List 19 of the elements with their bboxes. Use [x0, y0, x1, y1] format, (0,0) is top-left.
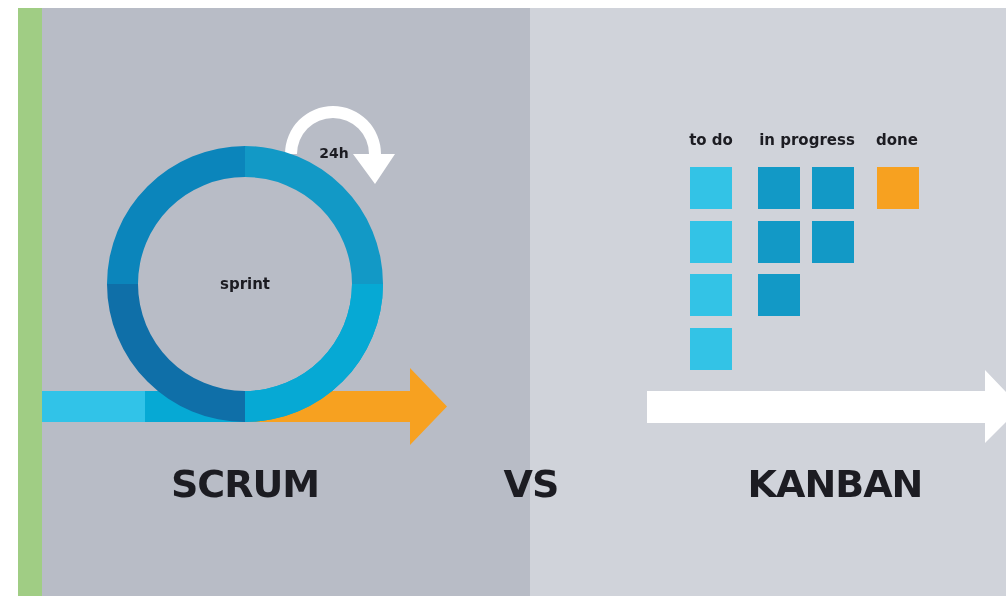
task-card [690, 328, 732, 370]
task-card [758, 221, 800, 263]
task-card [690, 167, 732, 209]
sprint-ring [107, 146, 383, 422]
task-card [690, 221, 732, 263]
task-card [812, 221, 854, 263]
method-title: KANBAN [747, 462, 923, 506]
task-card [812, 167, 854, 209]
task-card [690, 274, 732, 316]
task-card [758, 167, 800, 209]
method-title: SCRUM [170, 462, 320, 506]
task-card [758, 274, 800, 316]
ring-label: sprint [219, 275, 271, 293]
duration-label: 24h [319, 145, 349, 161]
task-card [877, 167, 919, 209]
column-header: in progress [759, 131, 855, 149]
column-header: to do [689, 131, 733, 149]
versus-title: VS [503, 462, 559, 506]
column-header: done [876, 131, 918, 149]
